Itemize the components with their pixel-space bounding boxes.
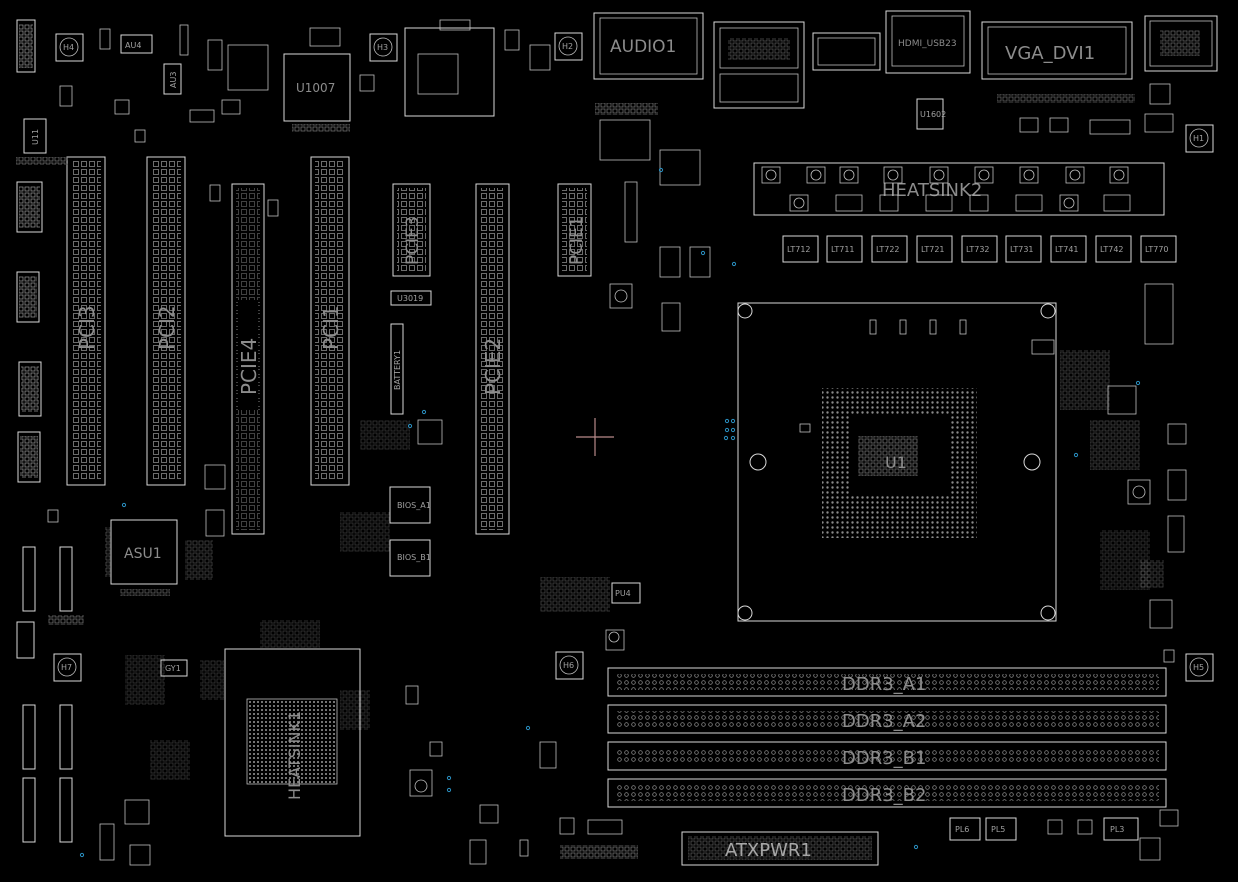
slot-pci2-label: PCI2 (155, 305, 179, 350)
chip-asu1-label: ASU1 (124, 546, 162, 562)
slot-pcie4-label: PCIE4 (237, 338, 261, 395)
usb-lan-stack (713, 21, 805, 109)
chip-u11-label: U11 (31, 129, 40, 145)
mounting-hole-label: H4 (63, 43, 74, 52)
slot-pcie3-label: PCIE3 (403, 216, 423, 265)
chip-au3-label: AU3 (169, 72, 178, 88)
dimm-b1: DDR3_B1 (607, 741, 1167, 771)
chip-au4-label: AU4 (125, 41, 141, 50)
small-components (47, 19, 1187, 866)
usb-stack (812, 32, 881, 71)
slot-pcie4: PCIE4 (231, 183, 265, 535)
chip-u1007-label: U1007 (296, 81, 335, 95)
mounting-hole-label: H2 (562, 42, 573, 51)
dimm-b1-label: DDR3_B1 (842, 748, 926, 769)
pl5-label: PL5 (991, 825, 1005, 834)
pl-row: PL6 PL5 PL3 (949, 817, 1139, 841)
bios-b1: BIOS_B1 (389, 539, 431, 577)
chip-u1602-label: U1602 (920, 110, 946, 119)
inductor-label: LT742 (1100, 245, 1124, 254)
ps2-connector (1144, 15, 1218, 72)
pch-heatsink: HEATSINK1 (224, 648, 361, 837)
slot-pci2: PCI2 (146, 156, 186, 486)
vga-dvi-connector: VGA_DVI1 (981, 21, 1133, 80)
chip-block-u10 (404, 27, 495, 117)
heatsink2: HEATSINK2 (753, 162, 1165, 216)
slot-pcie3: PCIE3 (392, 183, 431, 277)
slot-pcie1-label: PCIE1 (567, 216, 587, 265)
mounting-hole-label: H1 (1193, 134, 1204, 143)
inductor-label: LT741 (1055, 245, 1079, 254)
dimm-a1: DDR3_A1 (607, 667, 1167, 697)
mounting-hole-label: H7 (61, 663, 72, 672)
dimm-a2: DDR3_A2 (607, 704, 1167, 734)
pl6-label: PL6 (955, 825, 969, 834)
inductor-label: LT770 (1145, 245, 1169, 254)
inductor-label: LT712 (787, 245, 811, 254)
chip-pu4: PU4 (611, 582, 641, 604)
inductor-label: LT731 (1010, 245, 1034, 254)
chip-pu4-label: PU4 (615, 589, 631, 598)
chip-au4: AU4 (120, 34, 153, 54)
mounting-hole-label: H5 (1193, 663, 1204, 672)
battery: BATTERY1 (390, 323, 404, 415)
mounting-holes: H4 H3 H2 H1 H5 H6 H7 (53, 32, 1214, 682)
atx-power: ATXPWR1 (681, 831, 879, 866)
chip-asu1: ASU1 (105, 519, 178, 596)
slot-pcie2: PCIE2 (475, 183, 510, 535)
mounting-hole-label: H3 (377, 43, 388, 52)
battery-label: BATTERY1 (393, 350, 402, 390)
crosshair-cursor (576, 418, 614, 456)
cpu-socket: U1 (737, 302, 1057, 622)
inductor-label: LT722 (876, 245, 900, 254)
chip-u3019: U3019 (390, 290, 432, 306)
bios-b1-label: BIOS_B1 (397, 553, 431, 562)
chip-u3019-label: U3019 (397, 294, 423, 303)
bios-a1: BIOS_A1 (389, 486, 431, 524)
slot-pci3-label: PCI3 (75, 305, 99, 350)
left-headers (16, 19, 73, 843)
hdmi-connector: HDMI_USB23 (885, 10, 971, 74)
header-strip (595, 103, 658, 115)
heatsink2-label: HEATSINK2 (882, 180, 982, 201)
dimm-b2-label: DDR3_B2 (842, 785, 926, 806)
slot-pci1-label: PCI1 (319, 305, 343, 350)
dimm-a1-label: DDR3_A1 (842, 674, 926, 695)
chip-u11: U11 (16, 118, 68, 165)
audio-connector-label: AUDIO1 (610, 37, 676, 57)
mounting-hole-label: H6 (563, 661, 574, 670)
bios-a1-label: BIOS_A1 (397, 501, 431, 510)
slot-pcie2-label: PCIE2 (481, 338, 505, 395)
vias (79, 167, 1141, 858)
audio-connector: AUDIO1 (593, 12, 704, 80)
inductor-label: LT732 (966, 245, 990, 254)
vga-dvi-connector-label: VGA_DVI1 (1005, 43, 1095, 64)
slot-pci1: PCI1 (310, 156, 350, 486)
dimm-a2-label: DDR3_A2 (842, 711, 926, 732)
cpu-socket-label: U1 (885, 453, 907, 472)
chip-u1602: U1602 (916, 98, 946, 130)
hdmi-connector-label: HDMI_USB23 (898, 39, 957, 49)
pl3-label: PL3 (1110, 825, 1124, 834)
pch-heatsink-label: HEATSINK1 (285, 711, 304, 800)
rear-io-resistor-strip (997, 94, 1135, 103)
inductor-row: LT712 LT711 LT722 LT721 LT732 LT731 LT74… (782, 235, 1177, 263)
inductor-label: LT721 (921, 245, 945, 254)
atx-power-label: ATXPWR1 (725, 840, 812, 861)
chip-u1007: U1007 (283, 53, 351, 132)
dimm-b2: DDR3_B2 (607, 778, 1167, 808)
slot-pcie1: PCIE1 (557, 183, 592, 277)
inductor-label: LT711 (831, 245, 855, 254)
slot-pci3: PCI3 (66, 156, 106, 486)
crystal-gy1-label: GY1 (165, 664, 181, 673)
chip-au3: AU3 (163, 63, 182, 95)
